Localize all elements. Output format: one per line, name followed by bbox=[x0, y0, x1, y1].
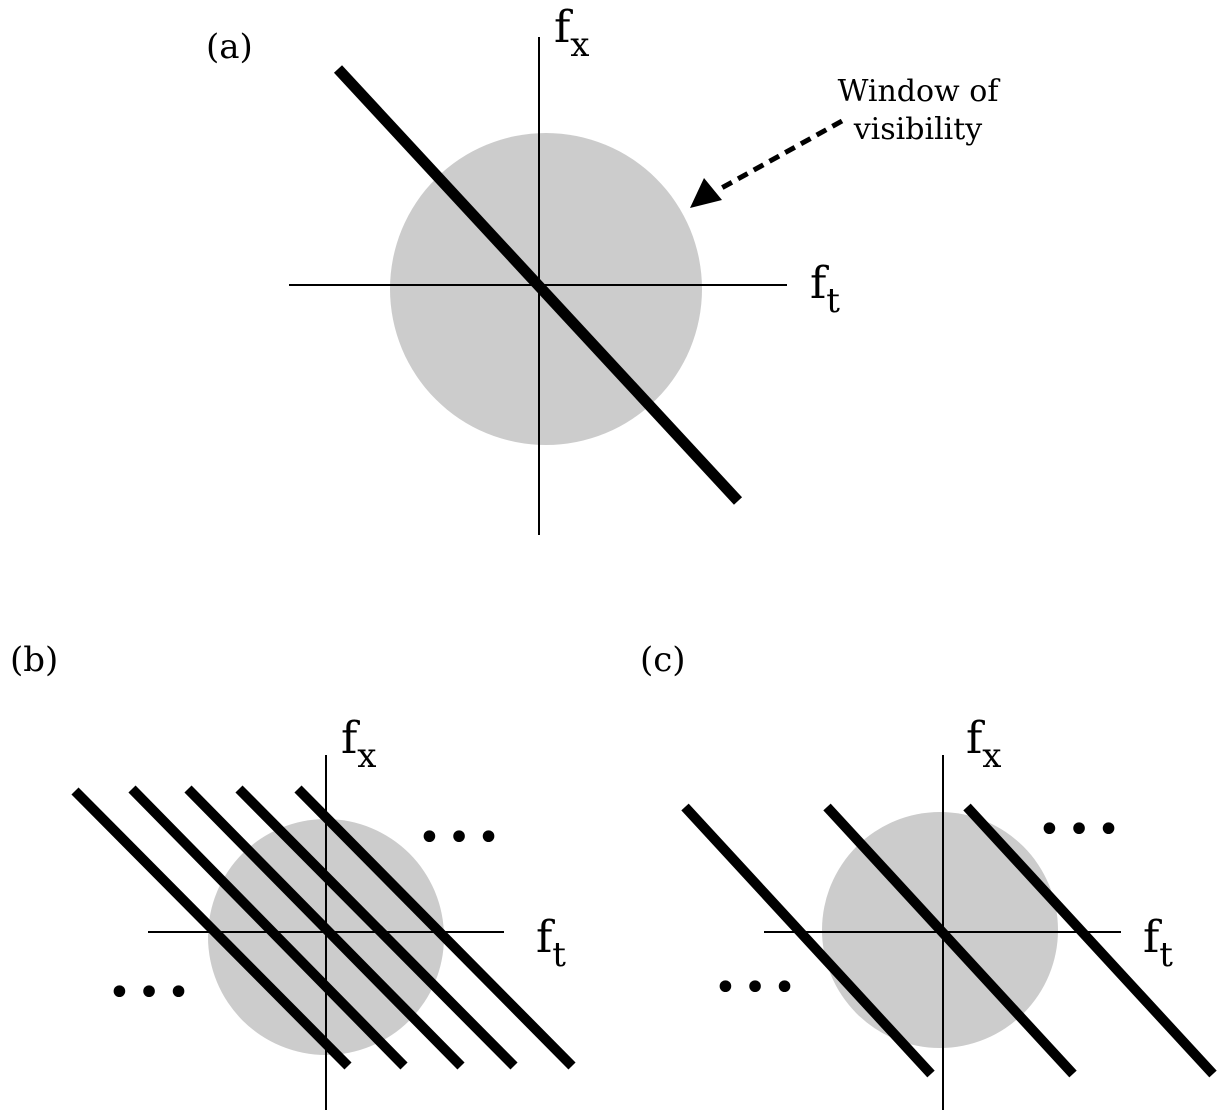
panel-a: (a) fx ft Window of visibility bbox=[206, 2, 1000, 535]
panel-label-b: (b) bbox=[10, 640, 58, 680]
panel-label-c: (c) bbox=[640, 640, 686, 680]
ellipsis-c-left: ••• bbox=[714, 965, 803, 1011]
ft-label-a: ft bbox=[810, 258, 840, 321]
spectrum-replica-b-3 bbox=[184, 785, 465, 1070]
spectrum-line-a bbox=[333, 65, 743, 505]
spectrum-replica-c-3 bbox=[963, 803, 1217, 1078]
panel-b: (b) fx ft ••• ••• bbox=[10, 640, 576, 1110]
annotation-line1: Window of bbox=[838, 74, 1001, 109]
ellipsis-c-right: ••• bbox=[1038, 807, 1127, 853]
ellipsis-b-right: ••• bbox=[418, 815, 507, 861]
annotation-arrow-head bbox=[690, 178, 722, 208]
spectrum-replica-b-2 bbox=[128, 785, 408, 1070]
spectrum-replica-c-1 bbox=[681, 803, 935, 1078]
spectrum-replica-b-4 bbox=[235, 785, 518, 1070]
spectrum-replica-b-5 bbox=[294, 785, 576, 1070]
panel-c: (c) fx ft ••• ••• bbox=[640, 640, 1217, 1110]
spectrum-replica-c-2 bbox=[823, 803, 1077, 1078]
fx-label-a: fx bbox=[554, 2, 589, 65]
annotation-line2: visibility bbox=[853, 112, 983, 147]
ellipsis-b-left: ••• bbox=[108, 970, 197, 1016]
spectrum-replica-b-1 bbox=[71, 787, 352, 1070]
annotation-arrow-shaft bbox=[716, 118, 844, 193]
fx-label-c: fx bbox=[966, 713, 1001, 776]
ft-label-c: ft bbox=[1143, 912, 1173, 975]
fx-label-b: fx bbox=[341, 713, 376, 776]
panel-label-a: (a) bbox=[206, 27, 253, 67]
ft-label-b: ft bbox=[536, 912, 566, 975]
